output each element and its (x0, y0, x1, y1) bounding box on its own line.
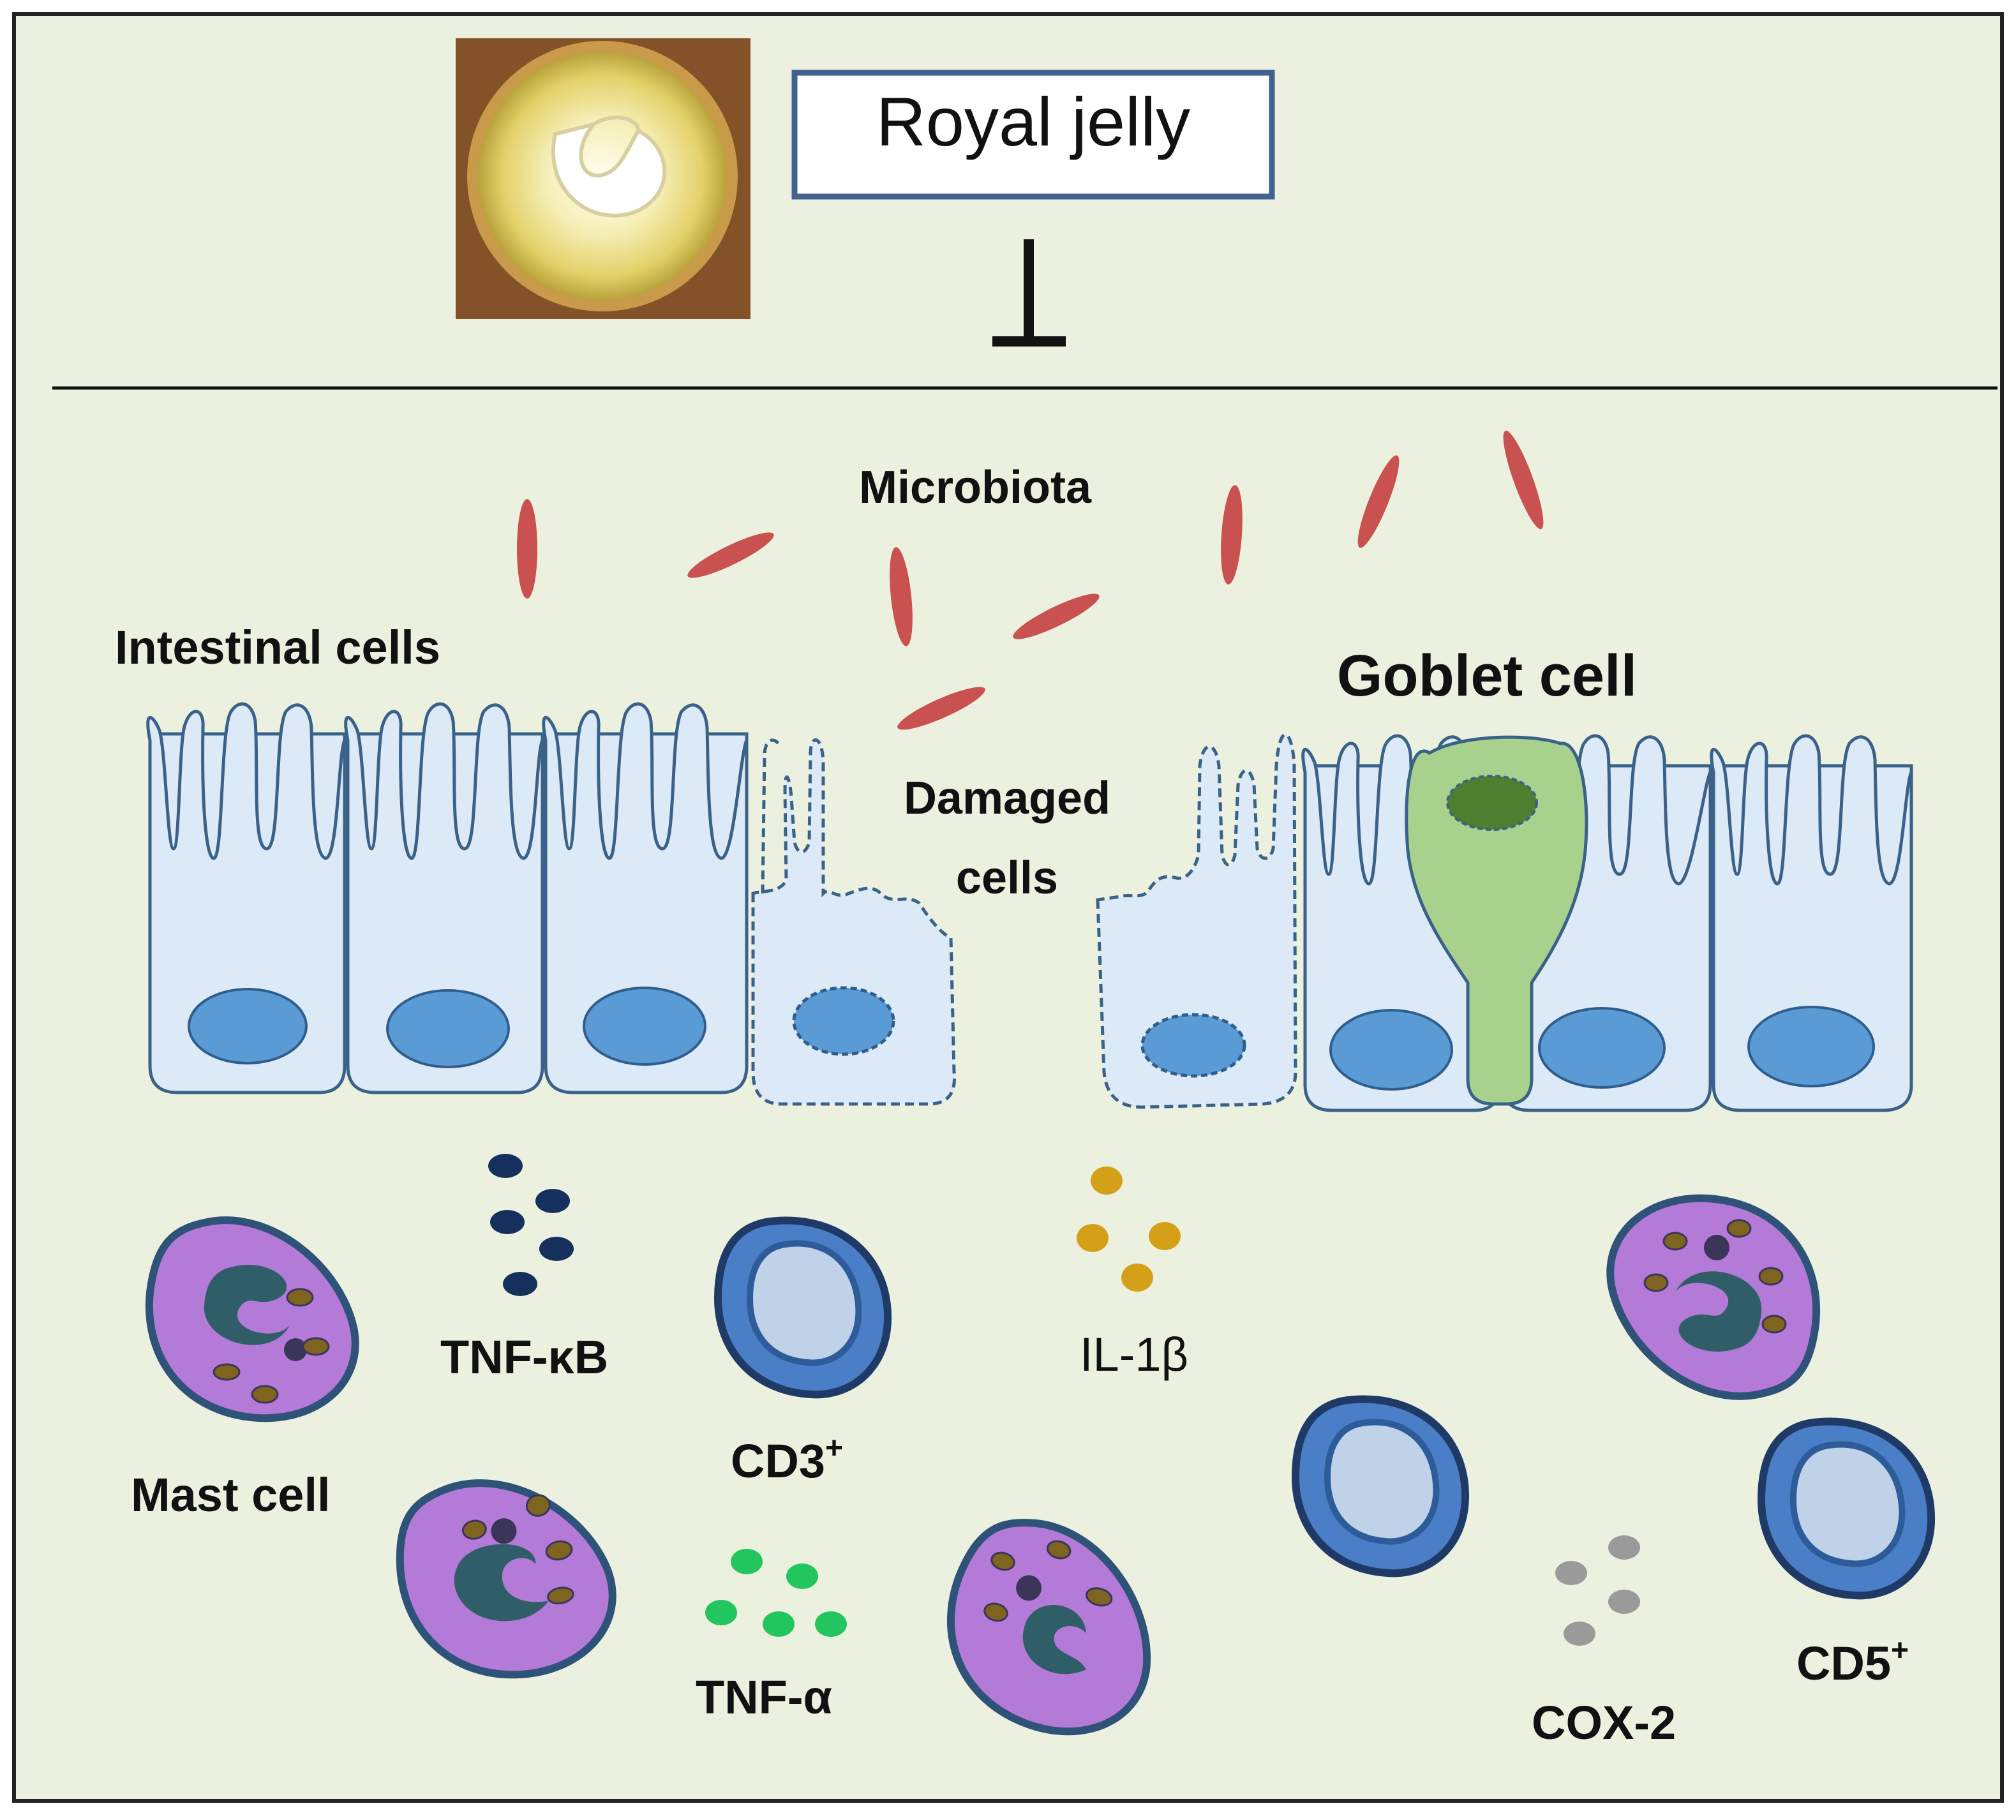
cell-nucleus (188, 988, 308, 1064)
inhibition-t-bar-icon (992, 239, 1066, 347)
lymphocyte (1295, 1399, 1465, 1574)
cd5-label-superscript: + (1891, 1634, 1909, 1667)
tnf-kb-dots (488, 1154, 574, 1296)
cell-nucleus (583, 987, 706, 1066)
mast-cell (1610, 1198, 1816, 1396)
bacterium (1357, 455, 1400, 548)
cd5-label-text: CD5 (1796, 1637, 1891, 1690)
bacterium (517, 499, 537, 599)
cd3-lymphocyte (718, 1221, 888, 1395)
goblet-cell (1405, 735, 1588, 1106)
il-1b-label: IL-1β (1080, 1328, 1188, 1381)
royal-jelly-title-box: Royal jelly (791, 70, 1275, 200)
damaged-intestinal-cell (1096, 733, 1297, 1109)
mast-cell-label: Mast cell (131, 1468, 331, 1521)
il-1b-dots (1077, 1167, 1181, 1292)
microbiota-bacteria-group (517, 430, 1544, 730)
bacterium (897, 687, 985, 730)
bacterium (1503, 430, 1544, 530)
mast-cell (149, 1220, 355, 1418)
intestinal-cell (542, 702, 749, 1094)
cox-2-label: COX-2 (1532, 1696, 1676, 1749)
intestinal-cells-label: Intestinal cells (115, 621, 440, 674)
goblet-nucleus (1446, 775, 1538, 831)
mast-cell (926, 1506, 1176, 1750)
mast-cell (387, 1462, 625, 1692)
cox-2-dots (1555, 1535, 1640, 1646)
cd5-lymphocyte (1761, 1422, 1931, 1596)
cell-nucleus (1538, 1007, 1666, 1089)
goblet-cell-label: Goblet cell (1337, 643, 1637, 708)
intestinal-cell (146, 702, 347, 1094)
cell-nucleus (792, 986, 895, 1056)
cd5-label: CD5+ (1796, 1634, 1909, 1690)
damaged-intestinal-cell (751, 738, 956, 1106)
bacterium (687, 532, 774, 578)
tnf-a-dots (705, 1549, 847, 1637)
royal-jelly-title: Royal jelly (876, 83, 1190, 160)
bacterium (1221, 485, 1243, 585)
cd3-label: CD3+ (731, 1431, 843, 1488)
bacterium (1013, 593, 1100, 639)
cell-nucleus (386, 989, 510, 1068)
damaged-cells-label-line2: cells (956, 853, 1058, 904)
cell-nucleus (1140, 1013, 1246, 1078)
damaged-cells-label-line1: Damaged (904, 773, 1110, 824)
microbiota-label: Microbiota (859, 462, 1092, 513)
intestinal-cell (344, 702, 544, 1094)
bacterium (890, 547, 913, 646)
tnf-kb-label: TNF-κB (440, 1331, 608, 1384)
royal-jelly-photo (456, 38, 750, 319)
intestinal-cell (1710, 734, 1913, 1112)
cell-nucleus (1747, 1006, 1875, 1087)
cd3-label-superscript: + (825, 1431, 843, 1465)
cd3-label-text: CD3 (731, 1435, 825, 1488)
tnf-a-label: TNF-α (696, 1671, 832, 1724)
cell-nucleus (1329, 1009, 1453, 1091)
